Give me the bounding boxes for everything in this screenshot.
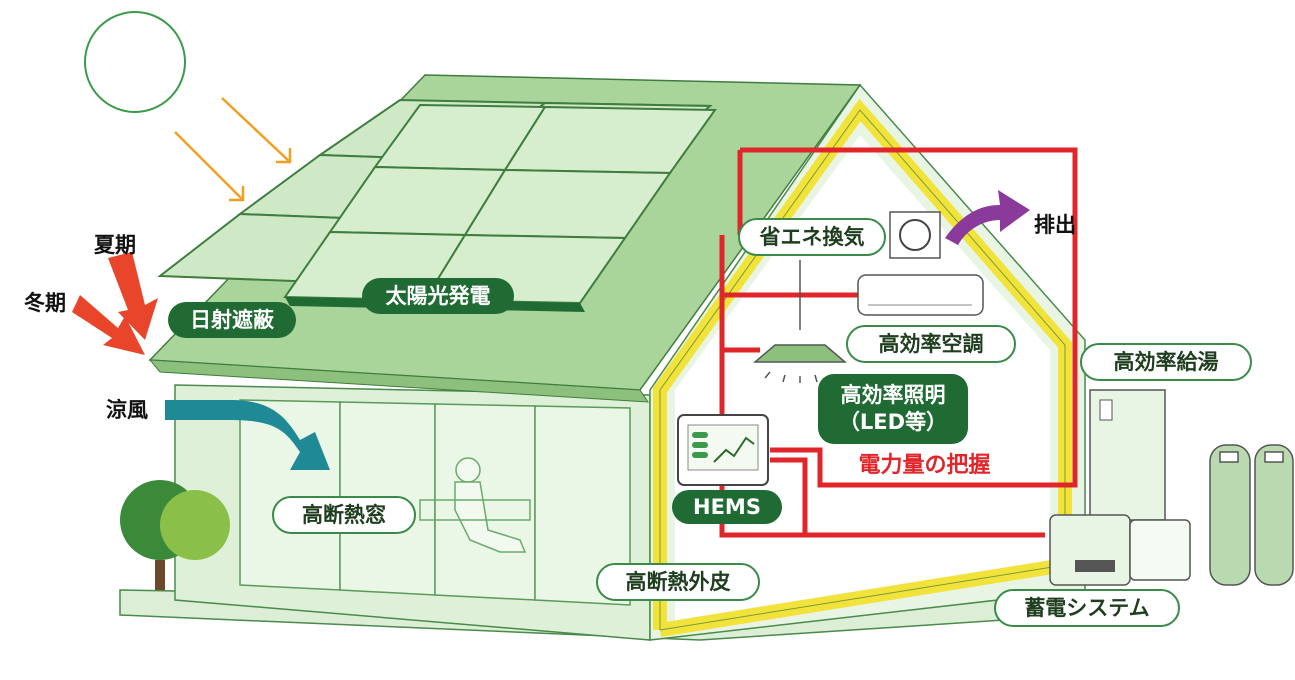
- tree-icon: [120, 480, 230, 590]
- winter-sun-arrow-icon: [72, 295, 145, 355]
- lighting-label: 高効率照明 （LED等）: [818, 374, 968, 444]
- air-conditioner-icon: [857, 274, 984, 316]
- exhaust-arrow-icon: [945, 190, 1030, 245]
- lighting-label-line2: （LED等）: [838, 410, 948, 434]
- cool-breeze-arrow-icon: [165, 400, 330, 470]
- insulated-window-label: 高断熱窓: [272, 496, 416, 534]
- seated-person-icon: [419, 457, 531, 553]
- summer-sun-arrow-icon: [108, 252, 158, 340]
- cool-breeze-label: 涼風: [106, 397, 148, 422]
- storage-battery-icon: [1049, 514, 1191, 586]
- sunray-arrows-icon: [174, 97, 292, 202]
- water-heater-label: 高効率給湯: [1080, 343, 1252, 381]
- power-wiring: [719, 147, 1078, 538]
- storage-system-label: 蓄電システム: [994, 589, 1180, 627]
- insulated-envelope-label: 高断熱外皮: [596, 563, 760, 601]
- summer-label: 夏期: [94, 232, 136, 257]
- pendant-lamp-icon: [752, 260, 848, 383]
- solar-shading-label: 日射遮蔽: [168, 302, 296, 338]
- gas-cylinder-icon: [1209, 444, 1294, 586]
- winter-label: 冬期: [24, 290, 66, 315]
- hems-monitor-icon: [677, 414, 769, 486]
- exhaust-label: 排出: [1034, 212, 1076, 237]
- water-heater-icon: [1089, 389, 1166, 521]
- power-monitoring-label: 電力量の把握: [858, 453, 991, 478]
- air-conditioner-label: 高効率空調: [846, 325, 1016, 363]
- solar-power-label: 太陽光発電: [362, 278, 514, 314]
- hems-label: HEMS: [672, 490, 782, 524]
- sun-icon: [84, 11, 186, 113]
- ventilation-label: 省エネ換気: [738, 218, 886, 256]
- ventilation-fan-icon: [889, 211, 941, 259]
- lighting-label-line1: 高効率照明: [840, 382, 946, 407]
